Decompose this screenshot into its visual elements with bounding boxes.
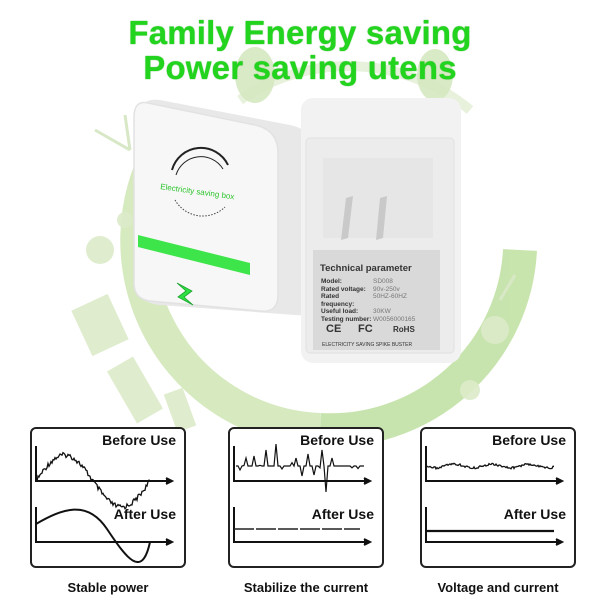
tech-label-title: Technical parameter <box>320 263 412 274</box>
cert-rohs: RoHS <box>393 325 415 334</box>
spec-value: SD008 <box>373 278 393 285</box>
after-use-label: After Use <box>113 506 176 522</box>
headline-line-1: Family Energy saving <box>128 14 472 51</box>
before-use-label: Before Use <box>300 432 374 448</box>
panel-3-waves <box>425 446 565 546</box>
caption-stable-power: Stable power <box>67 580 149 595</box>
before-wave <box>425 462 554 471</box>
spec-key: Rated frequency: <box>321 293 355 308</box>
spec-value: 50HZ-60HZ <box>373 293 407 300</box>
after-use-label: After Use <box>503 506 566 522</box>
cert-fc: FC <box>358 323 373 335</box>
spec-key: Testing number: <box>321 315 372 323</box>
spec-value: W0056000165 <box>373 315 416 323</box>
caption-voltage-current: Voltage and current <box>437 580 559 595</box>
after-wave <box>35 508 151 564</box>
before-use-label: Before Use <box>102 432 176 448</box>
tech-label-footer: ELECTRICITY SAVING SPIKE BUSTER <box>322 342 413 348</box>
panel-stable-power: Before Use After Use <box>30 427 186 568</box>
spec-value: 30KW <box>373 308 391 315</box>
headline-line-2: Power saving utens <box>143 49 457 86</box>
plug-prong-right <box>376 196 387 240</box>
cert-ce: CE <box>326 323 342 335</box>
spec-row: Rated frequency: 50HZ-60HZ <box>321 293 415 308</box>
before-use-label: Before Use <box>492 432 566 448</box>
indicator-strip <box>138 235 250 275</box>
caption-stabilize-current: Stabilize the current <box>243 580 369 595</box>
spec-value: 90v-250v <box>373 285 400 293</box>
lightning-bolt-icon <box>176 282 194 306</box>
spec-key: Useful load: <box>321 308 359 315</box>
before-wave <box>35 451 151 510</box>
spec-key: Rated voltage: <box>321 285 366 293</box>
device-front: Electricity saving box <box>133 99 315 316</box>
spec-row: Testing number:W0056000165 <box>321 316 415 324</box>
spec-row: Rated voltage: 90v-250v <box>321 286 415 294</box>
before-wave <box>236 443 364 493</box>
spec-key: Model: <box>321 278 342 285</box>
panel-voltage-current: Before Use After Use <box>420 427 576 568</box>
spec-row: Model: SD008 <box>321 278 415 286</box>
panel-stabilize-current: Before Use After Use <box>228 427 384 568</box>
after-axes <box>35 507 170 543</box>
plug-prong-left <box>341 196 353 240</box>
panel-1-waves <box>35 446 175 564</box>
before-axes <box>35 446 170 482</box>
after-use-label: After Use <box>311 506 374 522</box>
spec-row: Useful load: 30KW <box>321 308 415 316</box>
panel-2-waves <box>233 443 373 546</box>
